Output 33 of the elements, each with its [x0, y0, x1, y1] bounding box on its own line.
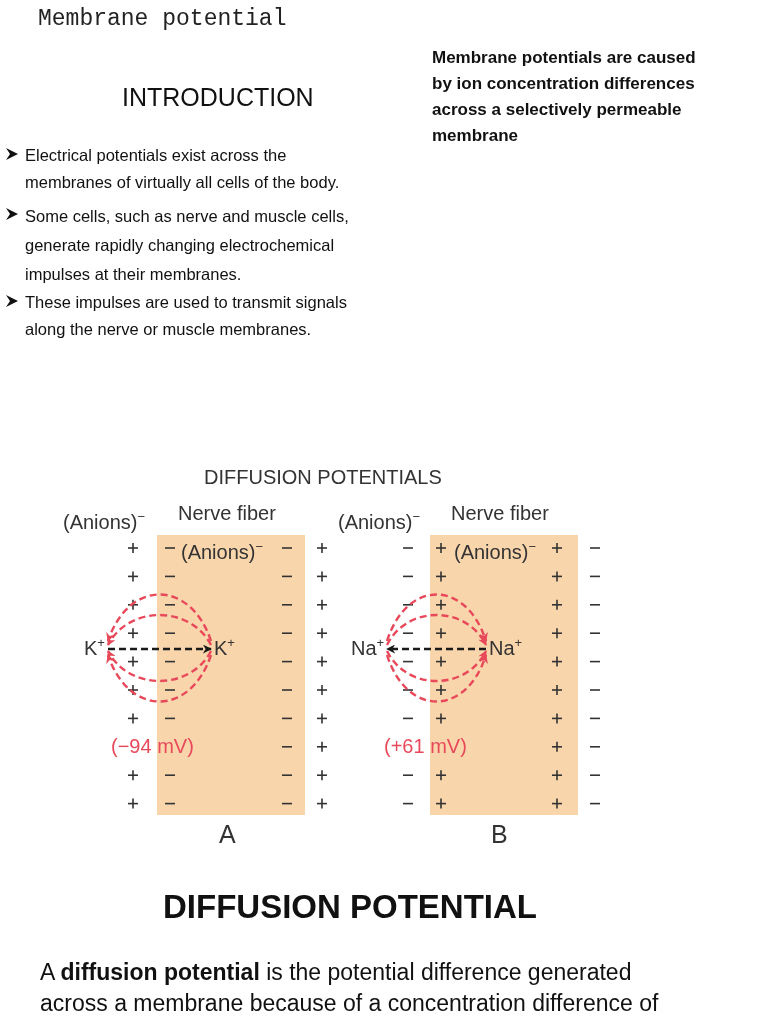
bullet-text: Some cells, such as nerve and muscle cells, generate rapidly changing electrochemical impulses at their membranes.	[25, 206, 350, 285]
summary-text: Membrane potentials are caused by ion concentration differences across a selectively permeable membrane	[432, 47, 697, 147]
panel-heading: Nerve fiber	[178, 502, 276, 524]
page-title: Membrane potential	[38, 6, 287, 32]
ion-label: Na$^{+}$	[351, 637, 385, 659]
ion-label: K$^{+}$	[84, 637, 105, 659]
ion-label: Na$^{+}$	[489, 637, 523, 659]
ion-label: K$^{+}$	[214, 637, 235, 659]
potential-value: (−94 mV)	[111, 735, 194, 757]
arrow	[386, 650, 487, 683]
bullet-text: Electrical potentials exist across the membranes of virtually all cells of the body.	[25, 145, 341, 193]
potential-value: (+61 mV)	[384, 735, 467, 757]
arrow	[385, 593, 488, 642]
bullet-text: These impulses are used to transmit signals along the nerve or muscle membranes.	[25, 292, 348, 340]
arrow	[107, 650, 212, 683]
arrow	[106, 593, 213, 642]
arrow	[106, 654, 213, 703]
anion-label: (Anions)$^{−}$	[63, 511, 146, 533]
arrow	[386, 613, 487, 646]
section-heading: DIFFUSION POTENTIAL	[163, 888, 537, 926]
panel-heading: Nerve fiber	[451, 502, 549, 524]
anion-label: (Anions)$^{−}$	[181, 541, 264, 563]
arrow	[385, 654, 488, 703]
arrow	[386, 644, 486, 654]
anion-label: (Anions)$^{−}$	[338, 511, 421, 533]
anion-label: (Anions)$^{−}$	[454, 541, 537, 563]
section-heading: INTRODUCTION	[122, 83, 314, 112]
panel-letter: B	[491, 820, 508, 849]
arrow	[108, 644, 212, 654]
panel-letter: A	[219, 820, 236, 849]
heading-text: DIFFUSION POTENTIALS	[204, 466, 442, 489]
arrow	[107, 613, 212, 646]
paragraph-text: A diffusion potential is the potential difference generated across a membrane because of a concentration difference of	[40, 958, 660, 1018]
